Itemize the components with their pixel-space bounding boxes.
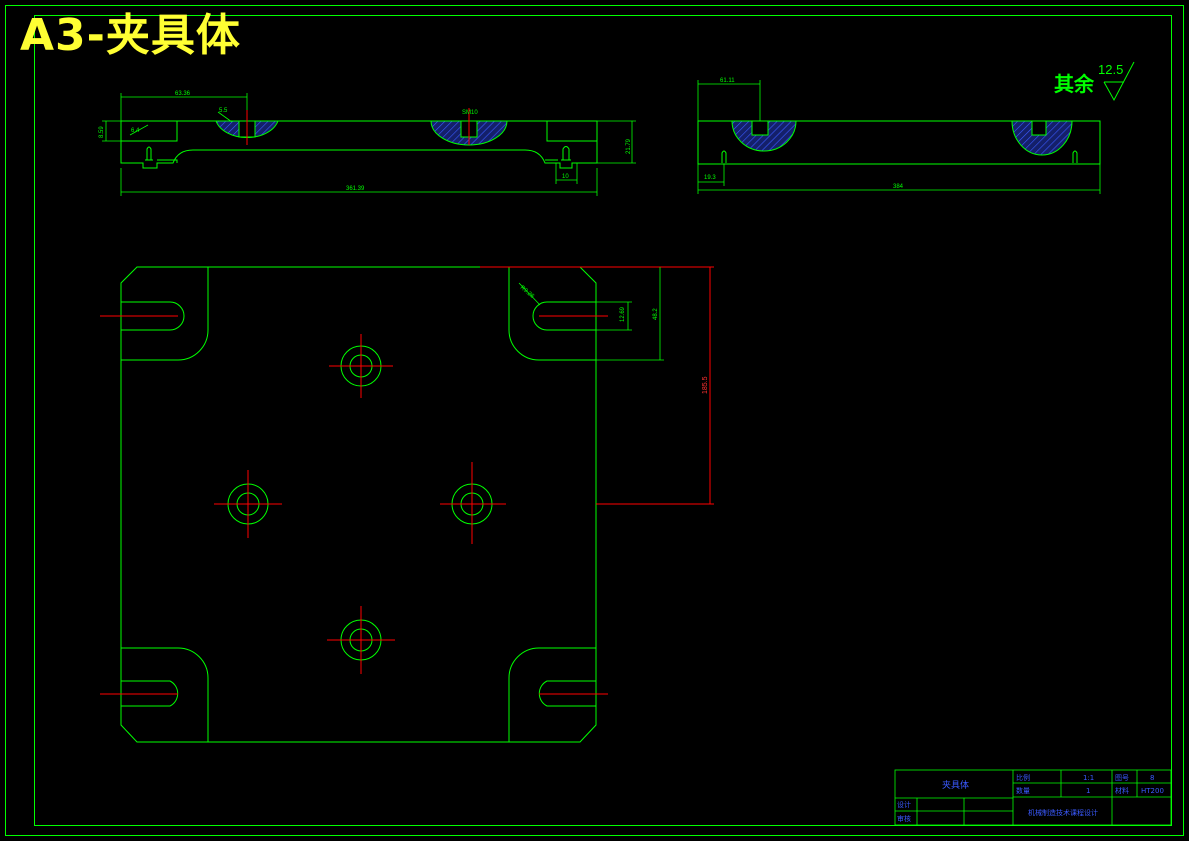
tb-designer-label: 设计 xyxy=(897,800,911,809)
side-dimension-lines xyxy=(697,80,1101,194)
tb-drawing-no-label: 图号 xyxy=(1115,774,1129,782)
tb-scale-value: 1:1 xyxy=(1083,774,1094,782)
roughness-label: 其余 xyxy=(1054,72,1094,96)
dim-front-total-length: 361.39 xyxy=(346,186,365,192)
plan-dimension-lines xyxy=(518,267,664,361)
side-counterbores xyxy=(731,120,1073,156)
tb-part-name: 夹具体 xyxy=(942,779,969,791)
dim-front-center-hole: SM10 xyxy=(462,110,478,116)
tb-quantity-value: 1 xyxy=(1086,787,1090,795)
tb-scale-label: 比例 xyxy=(1016,773,1030,782)
side-view xyxy=(697,120,1101,165)
outer-frame xyxy=(5,5,1184,836)
dim-plan-slot-height: 48.2 xyxy=(653,308,659,320)
tb-drawing-no-value: 8 xyxy=(1150,774,1154,782)
roughness-symbol-icon xyxy=(1103,61,1135,102)
front-dimension-lines xyxy=(102,93,636,196)
dim-front-left-height: 8.59 xyxy=(99,126,105,138)
dim-plan-center-height: 185.5 xyxy=(702,376,709,394)
front-view xyxy=(120,120,598,169)
inner-frame xyxy=(34,15,1172,826)
dim-front-bottom-small: 10 xyxy=(562,174,569,180)
tb-material-label: 材料 xyxy=(1115,786,1129,795)
tb-quantity-label: 数量 xyxy=(1016,786,1030,795)
dim-side-bottom-small: 19.3 xyxy=(704,175,716,181)
tb-material-value: HT200 xyxy=(1141,787,1164,795)
title-block xyxy=(894,769,1172,826)
roughness-value: 12.5 xyxy=(1098,62,1124,77)
front-counterbores xyxy=(215,120,508,146)
dim-plan-slot-width: 12.69 xyxy=(620,306,626,322)
plan-view xyxy=(120,266,597,743)
dim-front-small-a: 5.5 xyxy=(219,108,228,114)
front-centerlines xyxy=(246,108,470,145)
dim-side-total-length: 384 xyxy=(893,184,904,190)
dim-front-left-small: 6.4 xyxy=(131,128,140,134)
drawing-title: A3-夹具体 xyxy=(20,10,241,61)
dim-front-top-length: 63.36 xyxy=(175,91,191,97)
plan-centerlines xyxy=(100,266,714,695)
tb-reviewer-label: 审核 xyxy=(897,814,911,823)
tb-org-name: 机械制造技术课程设计 xyxy=(1028,808,1098,817)
dim-side-top-length: 61.11 xyxy=(720,78,735,84)
dim-front-right-height: 21.79 xyxy=(626,138,632,154)
